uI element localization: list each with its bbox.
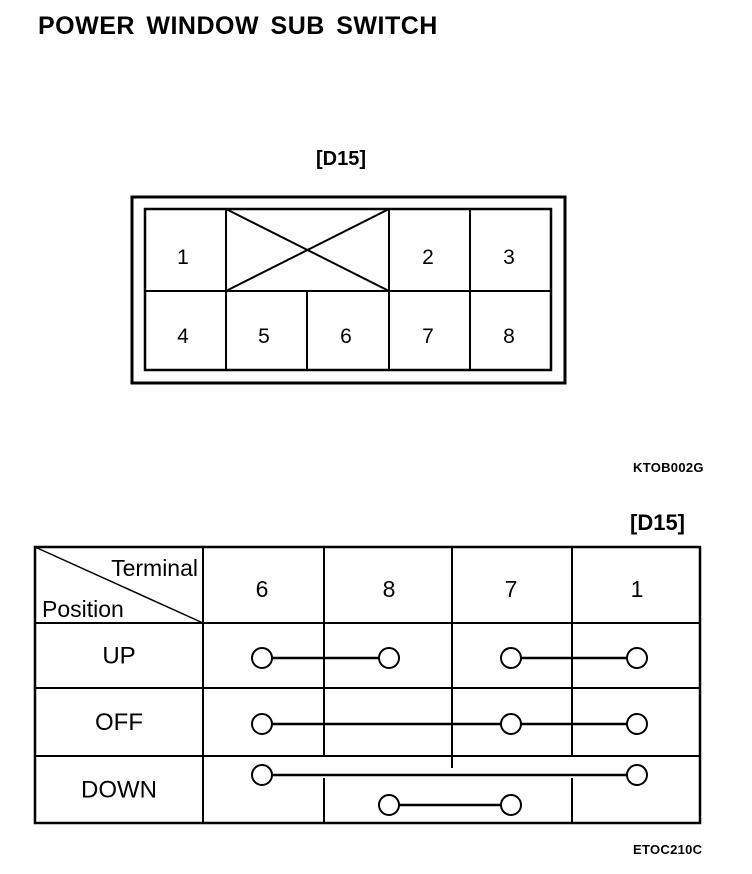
header-diagonal	[34, 546, 204, 624]
position-name: DOWN	[81, 777, 157, 804]
pin-number: 8	[503, 325, 515, 348]
pin-number: 1	[177, 246, 189, 269]
table-frame	[33, 545, 702, 825]
connector-outer-frame	[130, 195, 567, 385]
terminal-node	[500, 713, 522, 735]
figure-code: ETOC210C	[633, 842, 703, 857]
terminal-number: 7	[505, 576, 518, 602]
terminal-node	[251, 713, 273, 735]
terminal-number: 6	[256, 576, 269, 602]
pin-number: 2	[422, 246, 434, 269]
figure-code: KTOB002G	[633, 460, 704, 475]
terminal-node	[626, 764, 648, 786]
terminal-node	[500, 794, 522, 816]
page-title: POWER WINDOW SUB SWITCH	[38, 12, 438, 40]
connector-label: [D15]	[316, 148, 367, 170]
terminal-node	[378, 647, 400, 669]
terminal-node	[500, 647, 522, 669]
position-name: UP	[102, 643, 135, 670]
pin-number: 7	[422, 325, 434, 348]
terminal-node	[626, 713, 648, 735]
terminal-node	[626, 647, 648, 669]
terminal-number: 8	[383, 576, 396, 602]
pin-number: 3	[503, 246, 515, 269]
header-position: Position	[42, 596, 124, 622]
terminal-number: 1	[631, 576, 644, 602]
header-terminal: Terminal	[111, 555, 198, 581]
pin-number: 4	[177, 325, 189, 348]
pin-number: 6	[340, 325, 352, 348]
terminal-node	[378, 794, 400, 816]
connector-inner-frame	[143, 207, 553, 372]
table-connector-label: [D15]	[630, 510, 686, 535]
pin-number: 5	[258, 325, 270, 348]
position-name: OFF	[95, 709, 143, 736]
terminal-node	[251, 647, 273, 669]
terminal-node	[251, 764, 273, 786]
blank-cavity-x-line	[225, 208, 390, 292]
